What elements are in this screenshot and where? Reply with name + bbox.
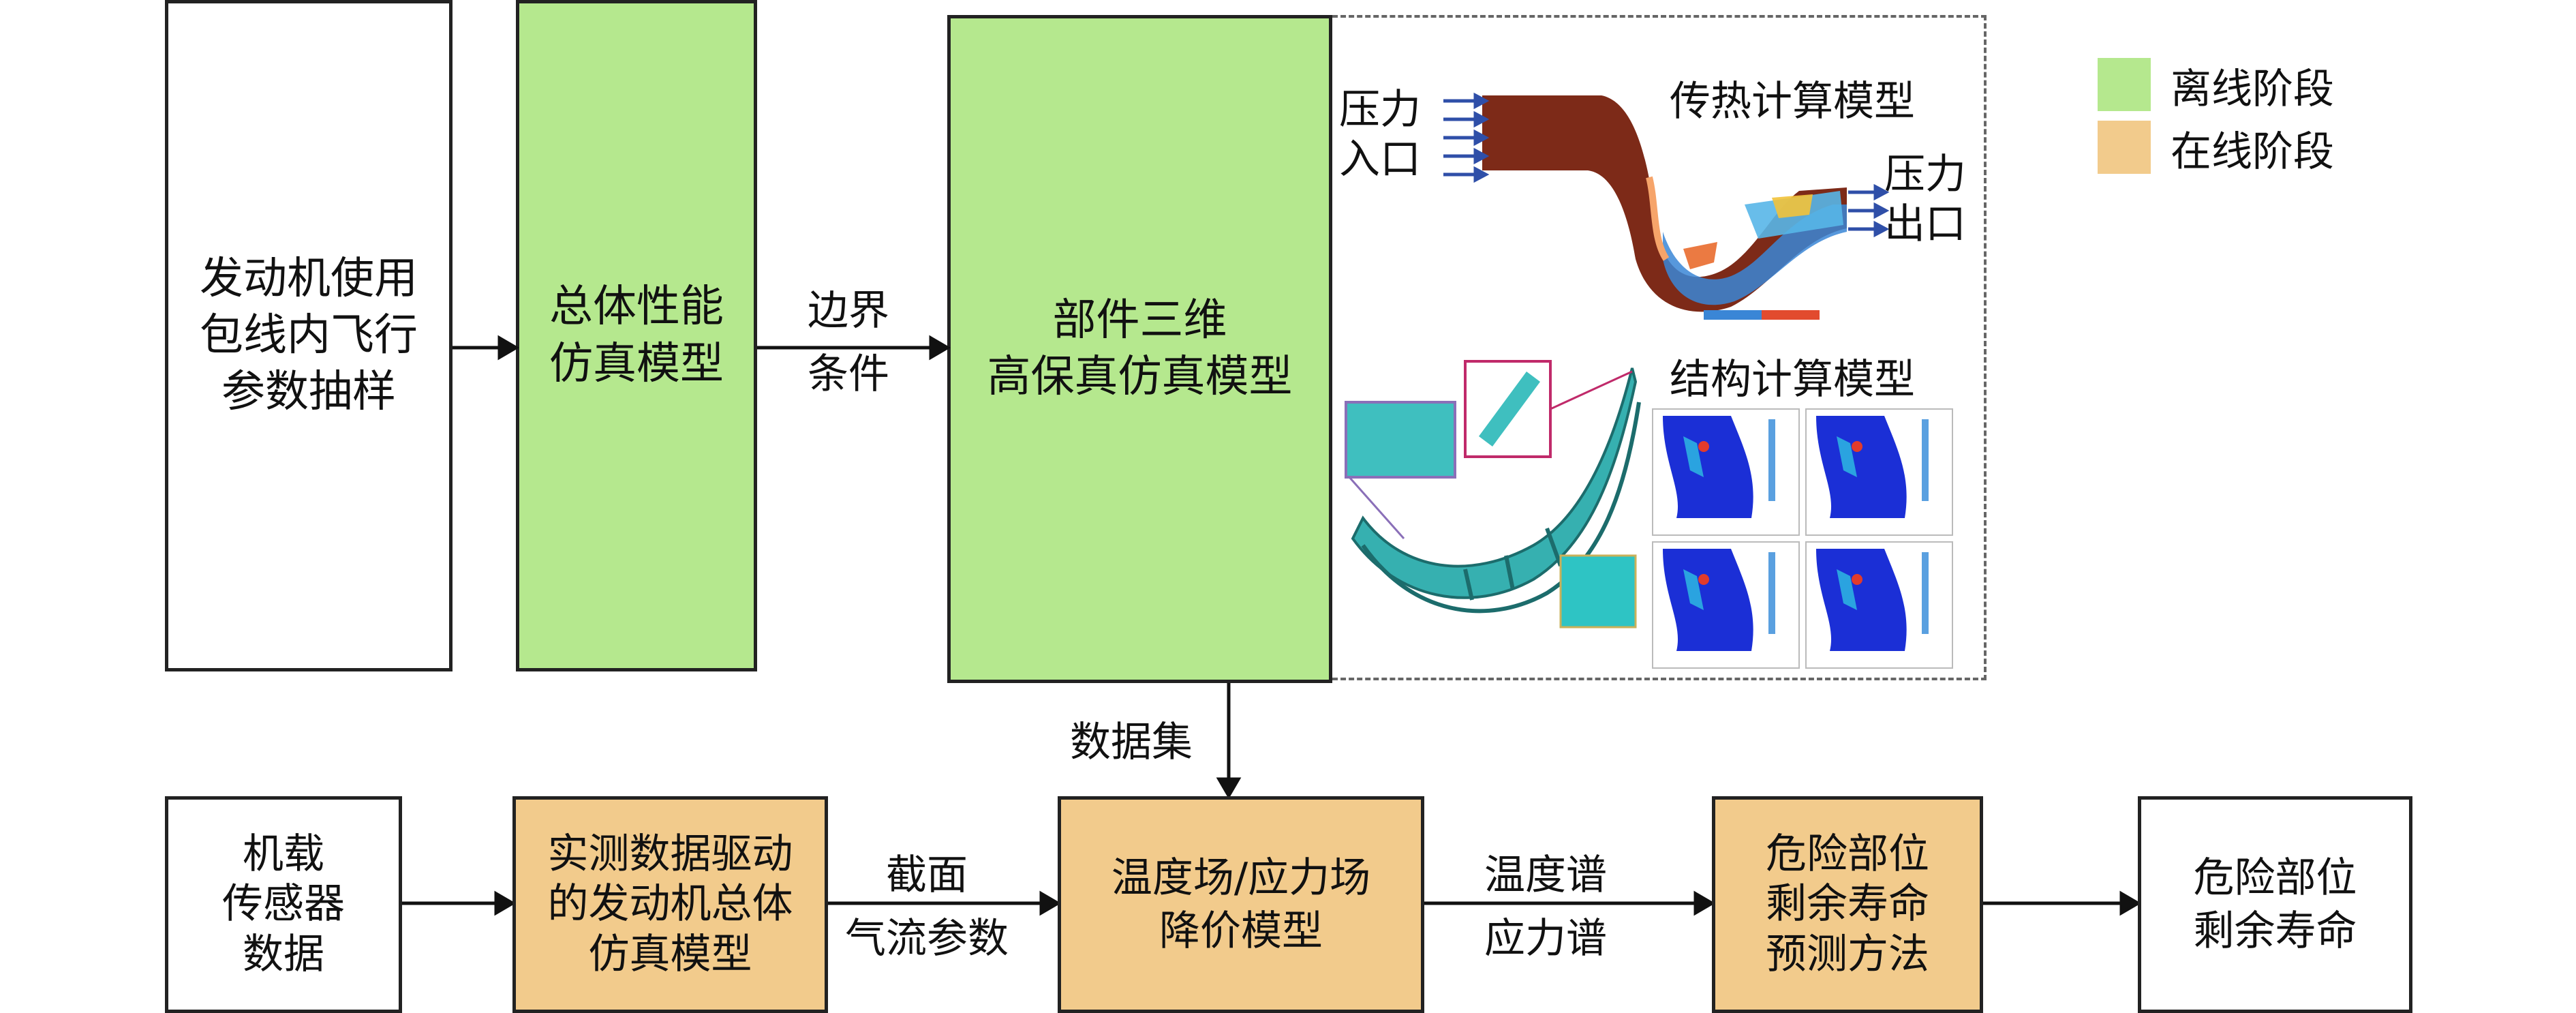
structural-detail-left [1345,401,1456,479]
stress-contour-panels [1652,408,1953,669]
legend-offline-swatch [2098,58,2151,111]
flow-arrows [402,335,2141,916]
remaining-life-box: 危险部位 剩余寿命 [2138,796,2412,1013]
outlet-label: 压力 出口 [1884,151,1966,249]
reduced-model-label: 温度场/应力场 降价模型 [1111,854,1371,955]
onboard-sensor-box: 机载 传感器 数据 [165,796,402,1013]
inlet-arrows [1443,92,1490,183]
inlet-label: 压力 入口 [1339,86,1421,184]
onboard-sensor-label: 机载 传感器 数据 [222,830,345,978]
reduced-model-box: 温度场/应力场 降价模型 [1058,796,1424,1013]
structural-title: 结构计算模型 [1670,356,1915,404]
remaining-life-label: 危险部位 剩余寿命 [2193,854,2357,955]
overall-model-label: 总体性能 仿真模型 [549,282,724,389]
overall-model-box: 总体性能 仿真模型 [516,0,757,671]
spectra-label: 温度谱 应力谱 [1484,851,1607,963]
legend-online-label: 在线阶段 [2171,128,2334,176]
boundary-conditions-label: 边界 条件 [808,287,889,398]
heat-transfer-title: 传热计算模型 [1670,78,1915,125]
measured-model-label: 实测数据驱动 的发动机总体 仿真模型 [547,830,793,978]
legend-online-swatch [2098,121,2151,174]
component-model-label: 部件三维 高保真仿真模型 [987,294,1293,402]
section-flow-label: 截面 气流参数 [845,851,1009,963]
dataset-label: 数据集 [1070,719,1193,766]
heat-transfer-flow-path [1482,95,1847,312]
legend-offline-label: 离线阶段 [2171,65,2334,113]
component-model-box: 部件三维 高保真仿真模型 [947,15,1332,683]
measured-model-box: 实测数据驱动 的发动机总体 仿真模型 [512,796,828,1013]
outlet-arrows [1848,183,1890,238]
prediction-method-label: 危险部位 剩余寿命 预测方法 [1766,830,1929,978]
sampling-box: 发动机使用 包线内飞行 参数抽样 [165,0,453,671]
sampling-label: 发动机使用 包线内飞行 参数抽样 [200,253,418,418]
prediction-method-box: 危险部位 剩余寿命 预测方法 [1712,796,1983,1013]
